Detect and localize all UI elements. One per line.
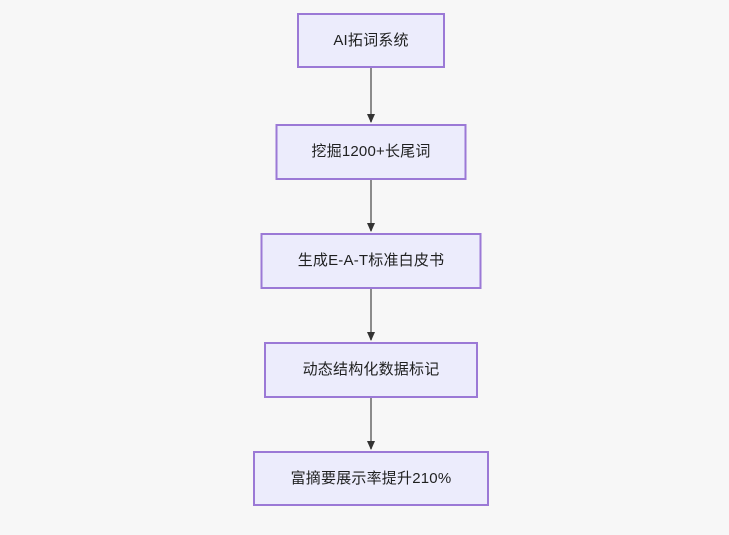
node-label: 富摘要展示率提升210% [290,469,452,487]
node-label: 动态结构化数据标记 [302,361,440,378]
flowchart-node-ai-keyword-system[interactable]: AI拓词系统 [297,13,445,68]
flowchart-node-mine-longtail-keywords[interactable]: 挖掘1200+长尾词 [275,124,467,180]
flowchart-node-dynamic-structured-data-markup[interactable]: 动态结构化数据标记 [264,342,478,398]
flowchart-node-generate-eat-whitepaper[interactable]: 生成E-A-T标准白皮书 [260,233,482,289]
node-label: 挖掘1200+长尾词 [311,143,431,160]
node-label: AI拓词系统 [333,31,409,49]
node-label: 生成E-A-T标准白皮书 [297,252,445,269]
flowchart-node-rich-snippet-impression-lift[interactable]: 富摘要展示率提升210% [253,451,489,506]
